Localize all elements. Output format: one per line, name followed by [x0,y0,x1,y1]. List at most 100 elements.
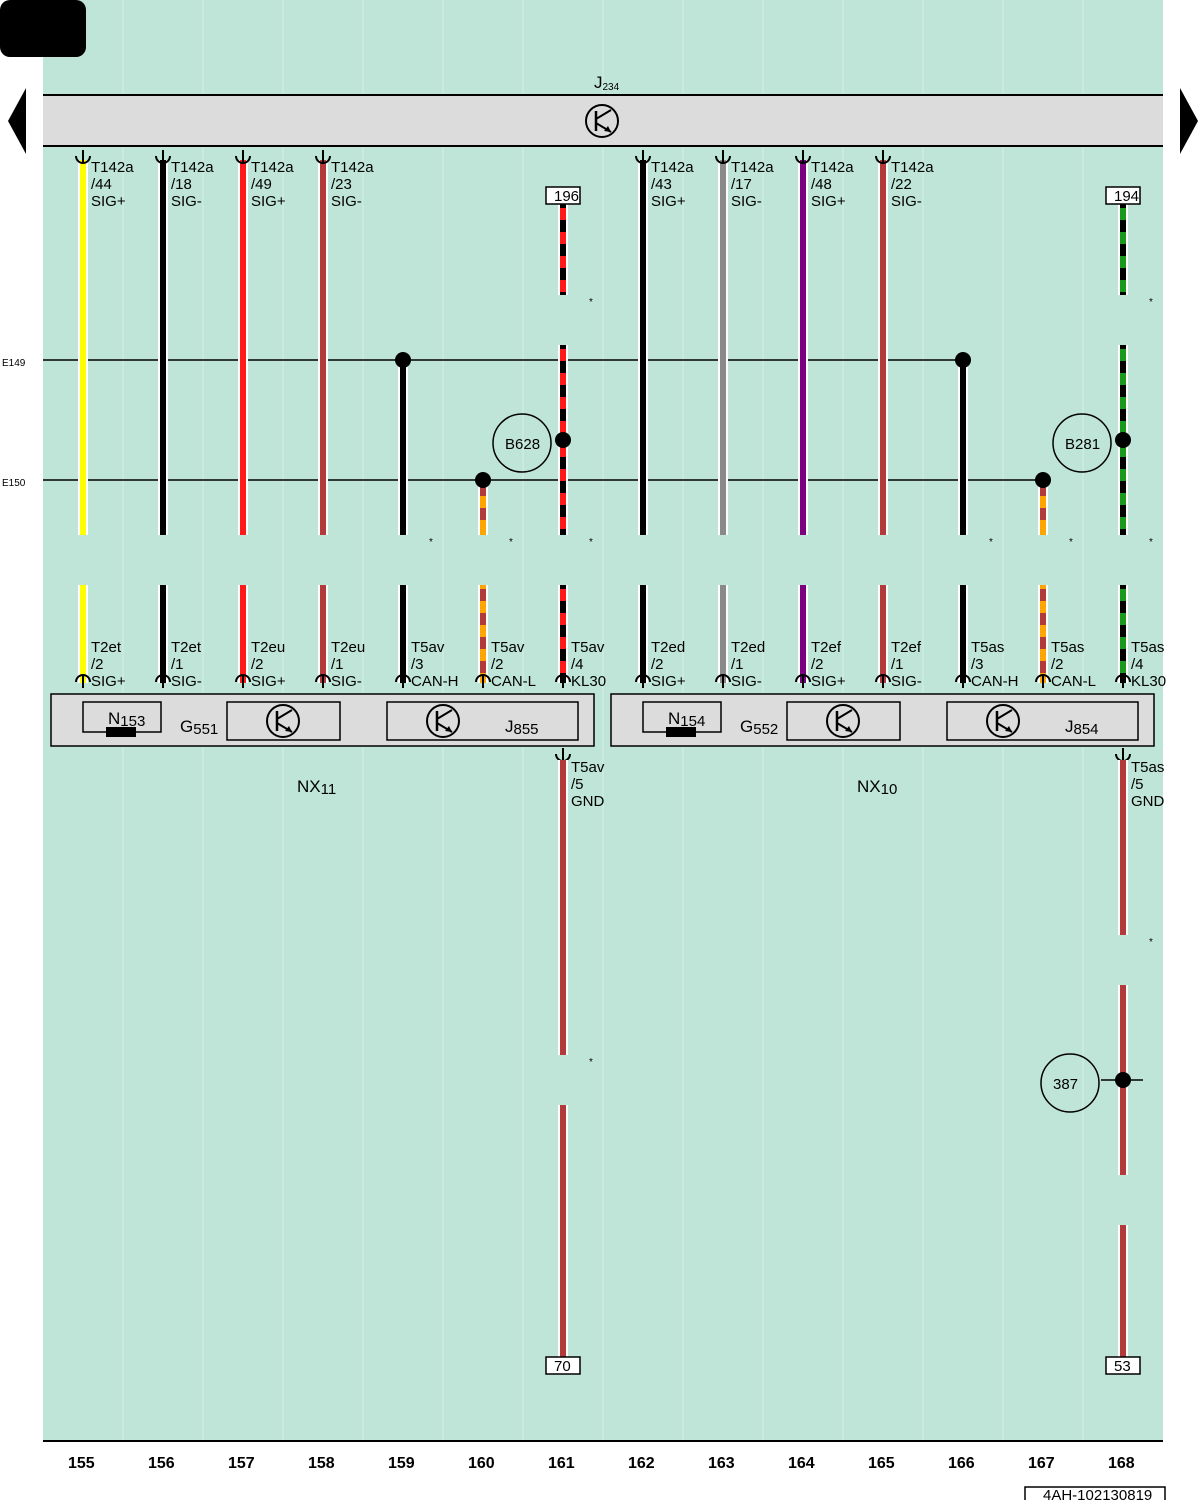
supply-wire-161-seg2-stripe [560,493,566,505]
bus-wire-160-lower-stripe [480,637,486,649]
supply-wire-161-gnd1-break-marker: * [589,1057,593,1068]
supply-wire-161-splice-dot [555,432,571,448]
wire-158-bottom-label-connector: T2eu [331,639,365,656]
bus-wire-167-lower-stripe [1040,589,1046,601]
column-number-160: 160 [468,1455,495,1472]
supply-wire-161-seg3-stripe [560,661,566,673]
module-NX11-label: NX11 [297,777,336,798]
module-NX11-unit-label: J855 [505,717,539,738]
supply-wire-168-label-connector: T5as [1131,639,1164,656]
wire-163-lower [720,585,726,683]
supply-wire-168-ground-point-text: 387 [1053,1076,1078,1093]
wire-164-lower [800,585,806,683]
bus-wire-167-lower-stripe [1040,613,1046,625]
wire-164-top-label-pin: /48 [811,176,832,193]
wire-156-top-label-connector: T142a [171,159,214,176]
bus-wire-160-junction [475,472,491,488]
wire-158-top-label-signal: SIG- [331,193,362,210]
wire-163-top-label-connector: T142a [731,159,774,176]
bus-wire-167-stripe [1040,508,1046,520]
bus-wire-160 [480,480,486,535]
supply-wire-161-gnd-label-connector: T5av [571,759,605,776]
wire-162-top-label-signal: SIG+ [651,193,686,210]
wire-155-top-label-pin: /44 [91,176,112,193]
supply-wire-161-ref-bottom-text: 70 [554,1358,571,1375]
supply-wire-168-seg3-stripe [1120,637,1126,649]
wire-158-top-label-pin: /23 [331,176,352,193]
supply-wire-161-seg2-stripe [560,445,566,457]
supply-wire-168-seg2-stripe [1120,373,1126,385]
module-NX10-sensor-transistor-icon [826,704,860,738]
bus-wire-160-lower-stripe [480,613,486,625]
supply-wire-161-ref-top-text: 196 [554,188,579,205]
supply-wire-161-seg2-stripe [560,517,566,529]
bus-wire-159-lower [400,585,406,683]
supply-wire-168-seg1 [1120,204,1126,295]
module-NX10-heater-element [666,727,696,737]
bus-wire-167-stripe [1040,484,1046,496]
wire-164-bottom-label-connector: T2ef [811,639,842,656]
wire-164 [800,160,806,535]
wire-162-bottom-label-connector: T2ed [651,639,685,656]
column-number-158: 158 [308,1455,335,1472]
supply-wire-161-seg2-stripe [560,421,566,433]
wire-162-top-label-pin: /43 [651,176,672,193]
page-tab [0,0,86,57]
supply-wire-168-splice-text: B281 [1065,436,1100,453]
supply-wire-161-seg2-stripe [560,373,566,385]
ground-ref-e149-label: E149 [2,358,26,369]
wire-156-bottom-label-signal: SIG- [171,673,202,690]
wire-155 [80,160,86,535]
supply-wire-161-seg1-stripe [560,208,566,220]
bus-wire-167-break-marker: * [1069,537,1073,548]
module-NX11-sensor-transistor-icon [266,704,300,738]
supply-wire-168-seg1-stripe [1120,280,1126,292]
supply-wire-161-seg3-stripe [560,637,566,649]
wire-156 [160,160,166,535]
column-number-166: 166 [948,1455,975,1472]
module-NX11-heater-label: N153 [108,709,145,730]
wire-162 [640,160,646,535]
supply-wire-168-seg2-stripe [1120,517,1126,529]
column-number-164: 164 [788,1455,815,1472]
wire-156-lower [160,585,166,683]
wire-165 [880,160,886,535]
module-NX11-unit-box [386,701,579,741]
bus-wire-159-label-signal: CAN-H [411,673,459,690]
supply-wire-161-label-signal: KL30 [571,673,606,690]
supply-wire-161-splice-circle [492,413,552,473]
module-NX10-unit-box [946,701,1139,741]
wire-158-bottom-label-signal: SIG- [331,673,362,690]
column-number-156: 156 [148,1455,175,1472]
wire-155-bottom-label-signal: SIG+ [91,673,126,690]
supply-wire-168-splice-dot [1115,432,1131,448]
module-NX11-sensor-box [226,701,341,741]
bus-wire-159-label-pin: /3 [411,656,424,673]
supply-wire-161-seg1 [560,204,566,295]
wire-155-bottom-label-pin: /2 [91,656,104,673]
wire-162-top-label-connector: T142a [651,159,694,176]
wire-163-top-label-signal: SIG- [731,193,762,210]
bus-wire-166-junction [955,352,971,368]
next-page-arrow-icon[interactable] [1180,88,1198,154]
wire-163-bottom-label-connector: T2ed [731,639,765,656]
bus-wire-167-lower-stripe [1040,661,1046,673]
bus-wire-166-lower [960,585,966,683]
wire-155-top-label-signal: SIG+ [91,193,126,210]
supply-wire-168-ground-dot [1115,1072,1131,1088]
wire-165-lower [880,585,886,683]
module-NX10-heater-label: N154 [668,709,705,730]
labels-layer: T142a/44SIG+T2et/2SIG+T142a/18SIG-T2et/1… [91,159,1166,1375]
bus-wire-160-stripe [480,508,486,520]
bus-wire-160-label-pin: /2 [491,656,504,673]
supply-wire-168-seg3-stripe [1120,613,1126,625]
supply-wire-168-ref-bottom-box [1105,1356,1141,1375]
supply-wire-168-ref-bottom-text: 53 [1114,1358,1131,1375]
module-NX10-sensor-label: G552 [740,717,778,738]
supply-wire-161-gnd2 [560,1105,566,1358]
prev-page-arrow-icon[interactable] [8,88,26,154]
supply-wire-161-ref-bottom-box [545,1356,581,1375]
bus-wire-167-lower [1040,585,1046,683]
supply-wire-168-seg3 [1120,585,1126,683]
